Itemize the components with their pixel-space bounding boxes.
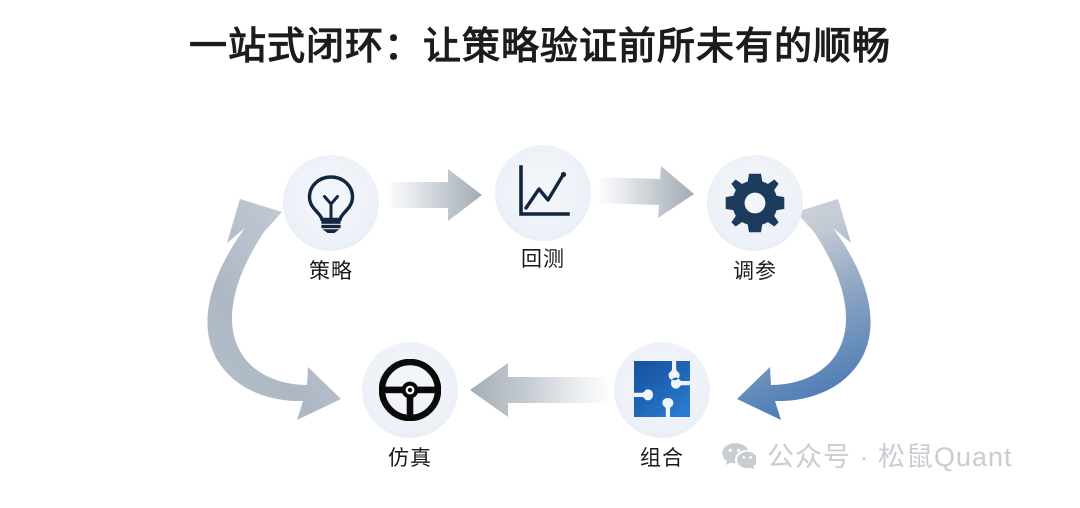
node-backtest[interactable]: 回测 [491, 145, 595, 270]
node-tuning[interactable]: 调参 [703, 155, 807, 282]
node-backtest-circle [495, 145, 591, 241]
node-strategy[interactable]: 策略 [279, 155, 383, 282]
arrow-backtest-to-tuning [599, 166, 694, 218]
node-tuning-circle [707, 155, 803, 251]
node-portfolio[interactable]: 组合 [610, 342, 714, 469]
watermark-text: 公众号 · 松鼠Quant [767, 441, 1013, 472]
node-portfolio-label: 组合 [640, 447, 684, 470]
line-chart-icon [519, 165, 570, 216]
arrow-strategy-to-backtest [388, 169, 482, 221]
watermark: 公众号 · 松鼠Quant [722, 442, 1013, 472]
steering-wheel-icon [379, 359, 441, 421]
node-simulation-label: 仿真 [388, 447, 432, 470]
node-portfolio-circle [614, 342, 710, 438]
page-title: 一站式闭环：让策略验证前所未有的顺畅 [188, 26, 891, 68]
puzzle-piece-icon [634, 361, 690, 417]
wechat-icon [722, 443, 756, 470]
node-strategy-label: 策略 [309, 260, 353, 283]
lightbulb-icon [307, 175, 355, 233]
arrow-portfolio-to-simulation [470, 363, 608, 417]
node-tuning-label: 调参 [733, 260, 777, 283]
gear-icon [725, 173, 785, 233]
node-simulation[interactable]: 仿真 [358, 342, 462, 469]
node-strategy-circle [283, 155, 379, 251]
node-backtest-label: 回测 [521, 248, 565, 271]
node-simulation-circle [362, 342, 458, 438]
